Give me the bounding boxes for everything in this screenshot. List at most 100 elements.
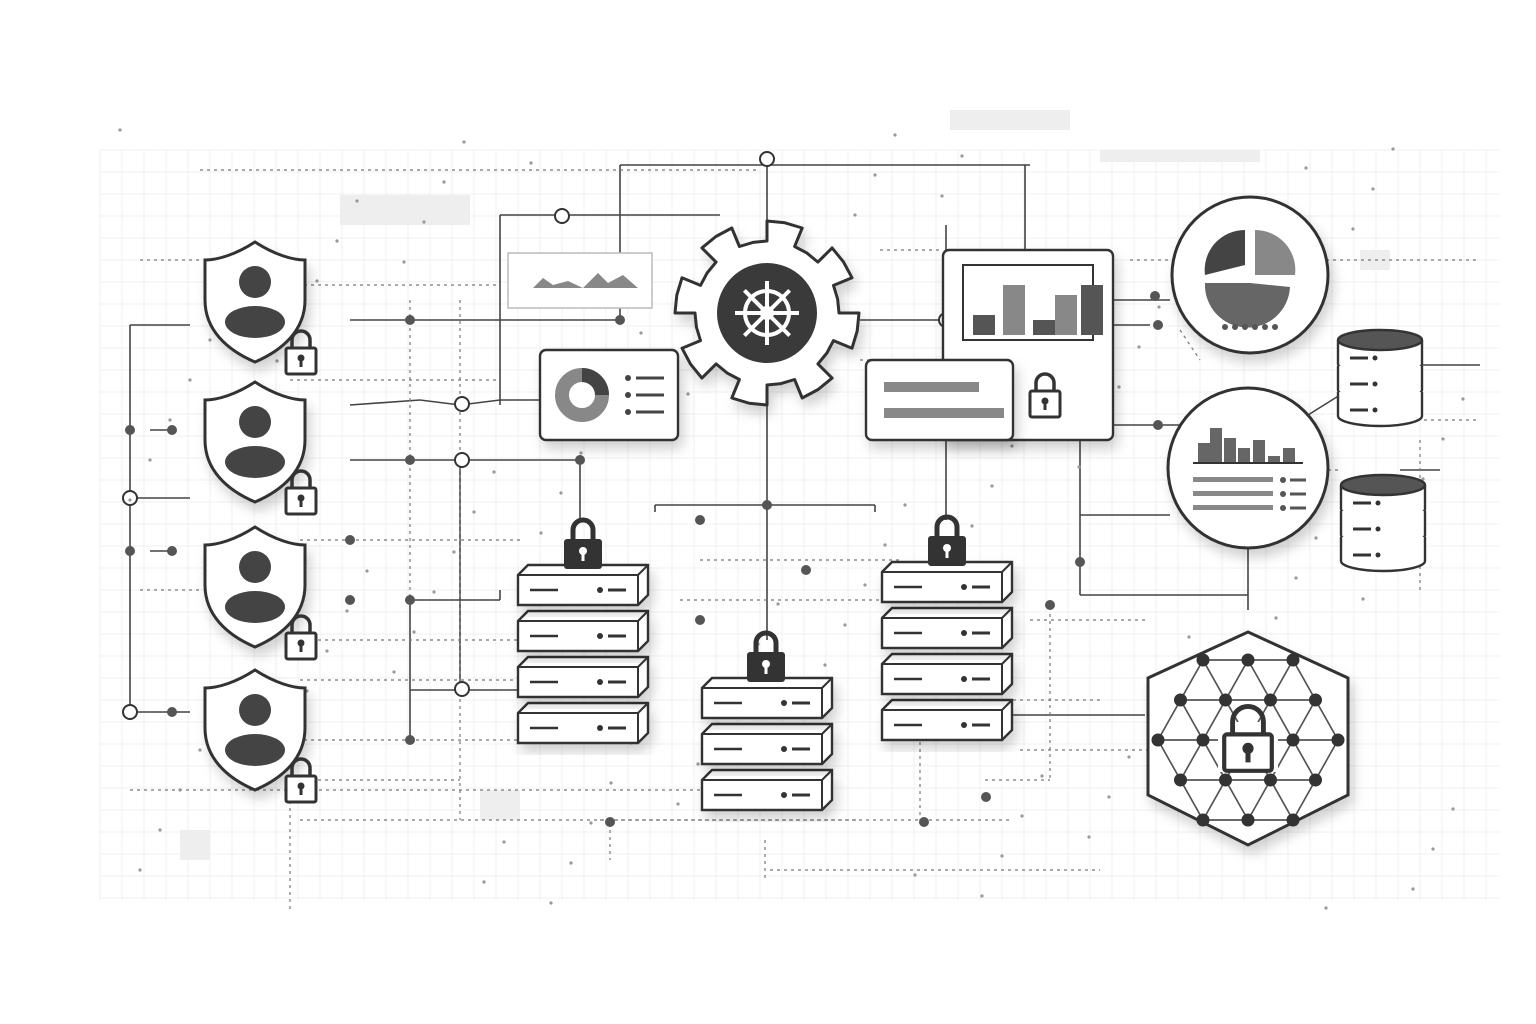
bar [1003,285,1025,335]
shield [203,240,307,364]
lock-shackle [1034,372,1056,391]
scatter-dot [275,359,279,363]
padlock-icon [564,517,602,569]
mesh-line [1157,739,1182,781]
line-chart [533,273,638,288]
scatter-dot [1040,774,1044,778]
junction-dot [919,817,929,827]
scatter-dot [549,901,553,905]
panel-frame [864,358,1015,442]
connector-line [349,399,421,406]
mesh-line [1202,739,1227,781]
legend-dot [625,392,631,398]
scatter-dot [529,161,533,165]
status-led [597,679,603,685]
scatter-dot [1127,755,1131,759]
server-edge [1001,607,1013,619]
scatter-dot [1137,345,1141,349]
junction-dot [575,455,585,465]
mesh-node [1241,813,1255,827]
bar-chart-circle [1166,386,1330,550]
scatter-dot [893,133,897,137]
scatter-dot [569,861,573,865]
mesh-line [1247,659,1272,701]
server-edge [821,769,833,781]
server-stack-icon [880,560,1014,742]
gear-icon [673,219,861,407]
server-edge [637,656,649,668]
scatter-dot [579,451,583,455]
shield-user-icon [203,668,307,792]
server-case [700,722,834,766]
user-body [225,306,285,338]
scatter-dot [970,524,974,528]
scatter-dot [422,220,426,224]
padlock-icon [284,757,318,804]
scatter-dot [873,173,877,177]
user-head [239,551,271,583]
status-led [781,746,787,752]
mesh-node [1174,693,1187,707]
mesh-line [1224,779,1249,821]
db-led [1375,552,1381,558]
junction-dot [801,565,811,575]
grid-patch [340,195,470,225]
mesh-line [1292,699,1317,741]
scatter-dot [1304,166,1308,170]
mesh-line [1179,779,1204,821]
mesh-node [1219,773,1232,787]
server-stack-icon [700,676,834,812]
keyhole [943,544,951,552]
bar [1268,456,1280,463]
keyhole [1242,742,1254,754]
database-icon [1336,328,1424,428]
wheel-spoke [742,288,769,315]
server-case [516,701,650,745]
mesh-node [1196,733,1210,747]
lock-shackle [934,514,960,536]
user-head [239,266,271,298]
db-led [1372,355,1378,361]
status-led [961,630,967,636]
bar-chart-panel [962,264,1103,341]
scatter-dot [990,484,994,488]
server-unit [880,606,1014,650]
bar [1283,448,1295,463]
junction-dot [695,615,705,625]
junction-dot [762,500,772,510]
status-led [961,584,967,590]
horizontal-bar [884,382,979,392]
lock-shackle [290,614,312,633]
db-segment [1339,537,1427,573]
scatter-dot [1411,887,1415,891]
wheel-spoke [742,311,769,338]
bar [1224,438,1236,463]
server-case [516,609,650,653]
server-unit [700,768,834,812]
mesh-line [1314,699,1339,741]
server-stack-icon [516,563,650,745]
mesh-node [1309,773,1322,787]
junction-dot [345,595,355,605]
pie-chart-circle [1170,195,1330,355]
donut-chart-panel [538,348,680,442]
scatter-dot [676,802,680,806]
scatter-dot [1077,465,1081,469]
junction-node [454,681,470,697]
scatter-dot [345,609,349,613]
scatter-dot [639,331,643,335]
list-line [1193,477,1273,482]
list-line [1193,505,1273,510]
mesh-line [1179,739,1204,781]
database-icon [1339,473,1427,573]
mesh-line [1202,779,1227,821]
db-top [1336,328,1424,352]
mesh-line [1179,659,1204,701]
mesh-node [1264,773,1277,787]
keyhole [297,782,305,790]
server-edge [821,723,833,735]
bar [1198,443,1210,463]
server-case [700,768,834,812]
scatter-dot [208,338,212,342]
server-case [880,606,1014,650]
